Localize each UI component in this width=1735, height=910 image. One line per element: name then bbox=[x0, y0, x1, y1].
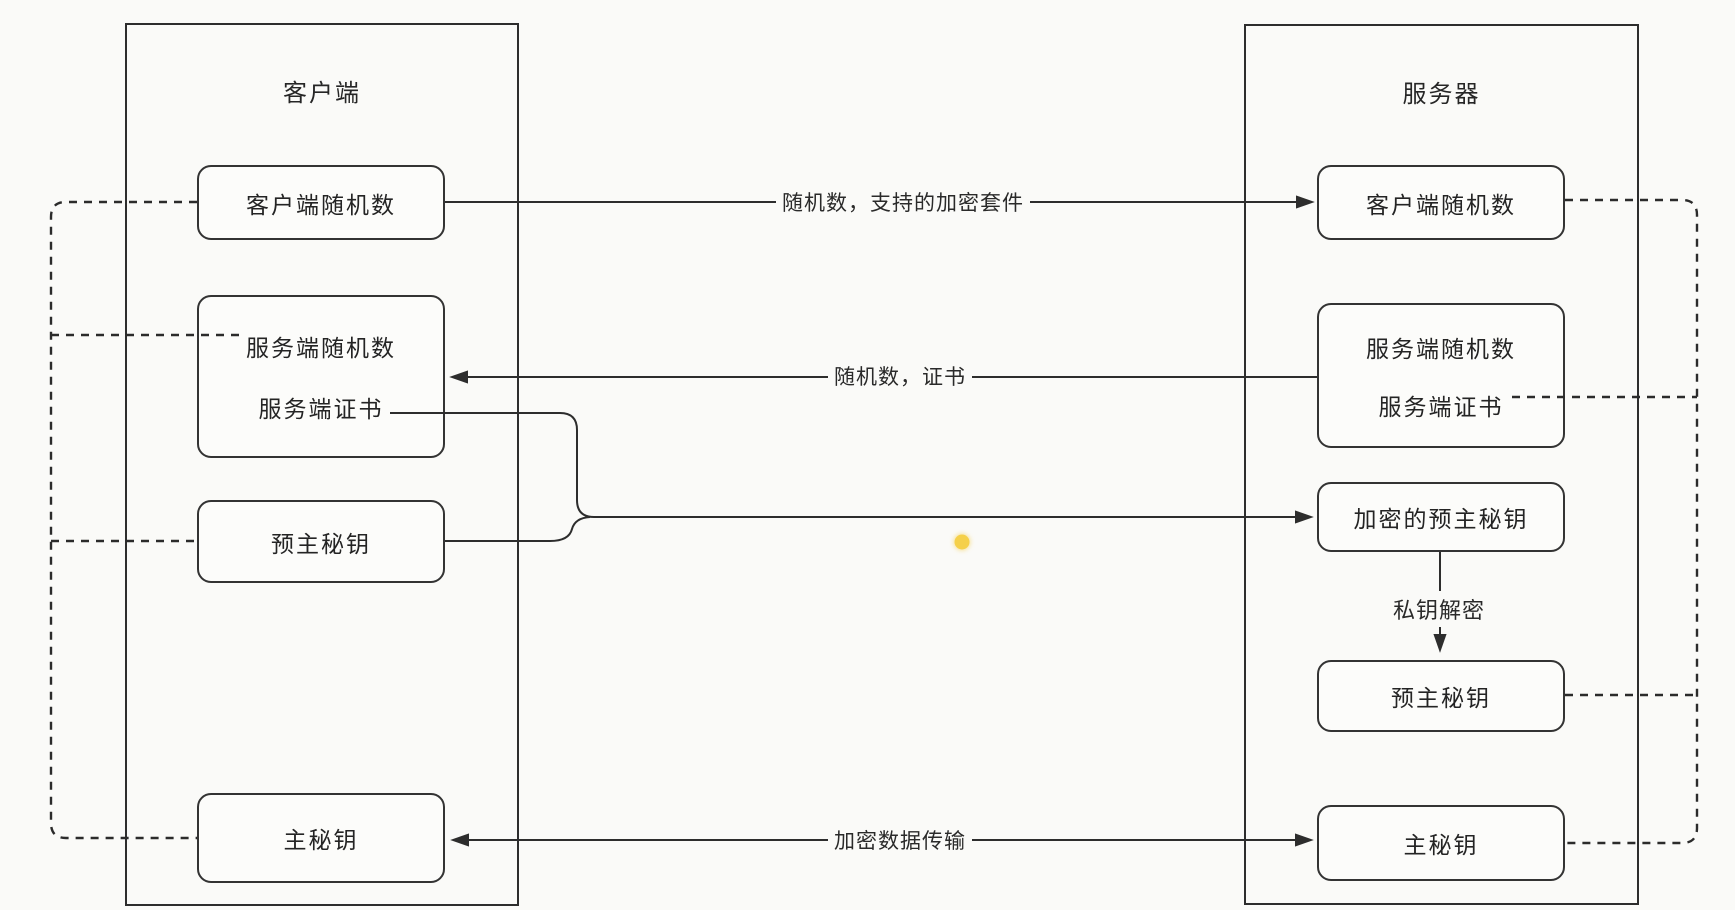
server-encrypted-premaster-label: 加密的预主秘钥 bbox=[1353, 506, 1529, 532]
server-client-random-box: 客户端随机数 bbox=[1317, 165, 1565, 240]
server-container: 服务器 bbox=[1244, 24, 1639, 905]
server-master-label: 主秘钥 bbox=[1403, 832, 1479, 858]
server-server-random-cert-box: 服务端随机数 服务端证书 bbox=[1317, 303, 1565, 448]
label-server-hello: 随机数，证书 bbox=[828, 359, 972, 393]
client-master-box: 主秘钥 bbox=[197, 793, 445, 883]
laser-pointer-dot bbox=[954, 534, 970, 550]
client-server-random-label: 服务端随机数 bbox=[246, 335, 396, 361]
server-server-random-label: 服务端随机数 bbox=[1366, 335, 1516, 362]
server-title: 服务器 bbox=[1402, 81, 1481, 108]
label-private-key-decrypt: 私钥解密 bbox=[1386, 591, 1492, 627]
server-encrypted-premaster-box: 加密的预主秘钥 bbox=[1317, 482, 1565, 552]
client-random-box: 客户端随机数 bbox=[197, 165, 445, 240]
client-master-label: 主秘钥 bbox=[283, 827, 359, 853]
client-title: 客户端 bbox=[283, 80, 361, 107]
label-client-hello: 随机数，支持的加密套件 bbox=[776, 185, 1030, 219]
server-server-cert-label: 服务端证书 bbox=[1378, 393, 1504, 420]
client-server-random-cert-box: 服务端随机数 服务端证书 bbox=[197, 295, 445, 458]
server-client-random-label: 客户端随机数 bbox=[1366, 191, 1516, 218]
client-premaster-label: 预主秘钥 bbox=[271, 530, 371, 557]
client-random-label: 客户端随机数 bbox=[246, 191, 396, 218]
server-master-box: 主秘钥 bbox=[1317, 805, 1565, 881]
client-premaster-box: 预主秘钥 bbox=[197, 500, 445, 583]
client-container: 客户端 bbox=[125, 23, 519, 906]
label-encrypted-data: 加密数据传输 bbox=[828, 823, 972, 857]
arrow-encrypted-premaster bbox=[390, 412, 1314, 524]
server-premaster-box: 预主秘钥 bbox=[1317, 660, 1565, 732]
server-premaster-label: 预主秘钥 bbox=[1391, 685, 1491, 711]
client-server-cert-label: 服务端证书 bbox=[258, 396, 384, 422]
